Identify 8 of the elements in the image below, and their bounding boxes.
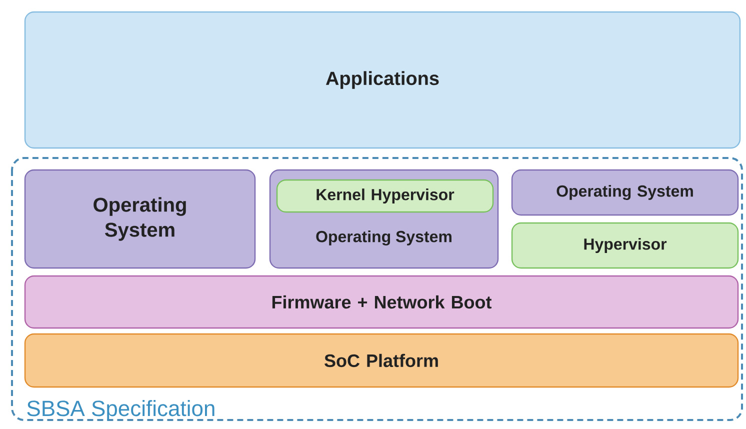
hypervisor-box: Hypervisor [511, 222, 739, 269]
hypervisor-box: Kernel Hypervisor [276, 179, 494, 213]
frame-label: SBSA Specification [27, 400, 214, 421]
firmware-layer-box: Firmware + Network Boot [24, 275, 739, 329]
os-box: Operating System [511, 169, 739, 216]
os-box: Operating System [24, 169, 256, 269]
application-layer-box: Applications [24, 11, 741, 149]
platform-layer-box: SoC Platform [24, 333, 739, 388]
